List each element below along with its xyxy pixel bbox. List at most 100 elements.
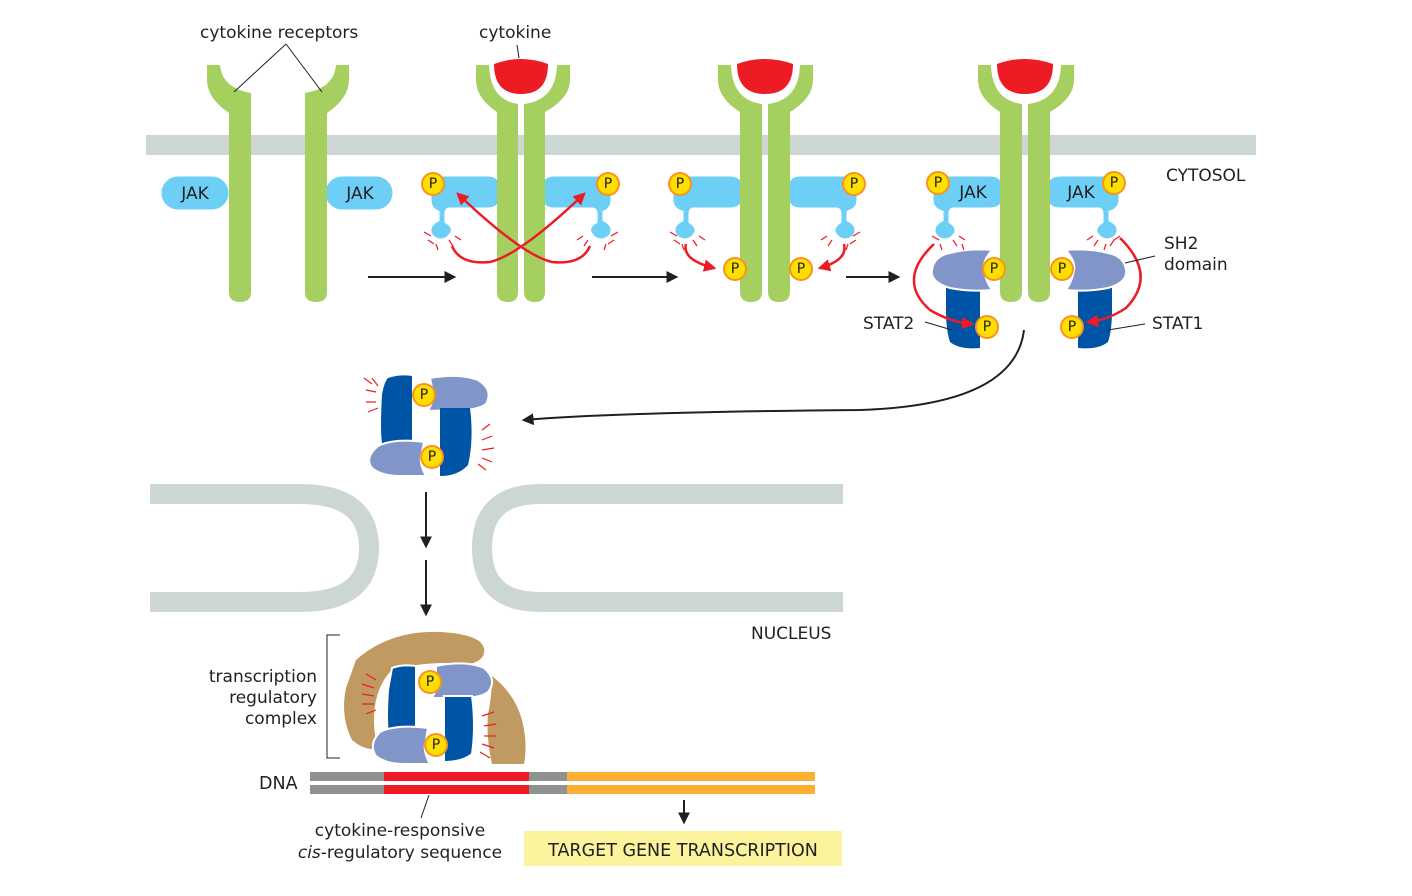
stat-sh2 — [426, 374, 490, 413]
sh2-label: domain — [1164, 255, 1228, 275]
svg-text:P: P — [420, 387, 428, 403]
svg-text:P: P — [604, 176, 612, 192]
trc-label: regulatory — [229, 688, 317, 708]
cytokine-ligand — [737, 59, 793, 94]
svg-text:P: P — [1110, 175, 1118, 191]
coactivator-protein — [487, 676, 526, 764]
target-gene — [567, 772, 815, 781]
trc-label: complex — [245, 709, 317, 729]
step-4-stat-recruitment: JAK JAK P P P P P P — [912, 59, 1156, 349]
svg-text:P: P — [934, 175, 942, 191]
svg-text:P: P — [731, 261, 739, 277]
svg-text:P: P — [429, 176, 437, 192]
target-gene-box — [524, 831, 842, 866]
step-3-receptor-phosphorylation: P P P P — [668, 59, 866, 302]
cytokine-label: cytokine — [479, 23, 551, 43]
cis-label: cytokine-responsive — [315, 821, 485, 841]
cytokine-ligand — [494, 59, 548, 94]
nuclear-envelope-left — [150, 484, 380, 612]
svg-text:P: P — [990, 261, 998, 277]
dna — [310, 772, 815, 794]
jak-label: JAK — [345, 184, 374, 204]
sh2-leader — [1124, 255, 1156, 264]
jak-label: JAK — [1066, 183, 1095, 203]
phosphate-receptor: P — [789, 257, 813, 281]
coactivator-protein — [344, 631, 485, 749]
stat-phosphorylation-arrow — [912, 243, 975, 330]
svg-text:P: P — [428, 449, 436, 465]
target-gene-label: TARGET GENE TRANSCRIPTION — [547, 841, 818, 861]
receptor-leader-left — [233, 43, 287, 93]
stat-dark — [443, 695, 475, 764]
svg-text:P: P — [432, 737, 440, 753]
svg-text:P: P — [1068, 319, 1076, 335]
sh2-label: SH2 — [1164, 234, 1198, 254]
jak-label: JAK — [180, 184, 209, 204]
dna-spacer — [529, 772, 567, 781]
step-2-ligand-binding: P P — [421, 59, 620, 302]
dna-flank — [310, 772, 384, 781]
stat-dark — [386, 664, 417, 735]
stat-dark — [440, 408, 472, 476]
cytokine-receptors-label: cytokine receptors — [200, 23, 358, 43]
phosphate-jak: P — [668, 172, 692, 196]
nuclear-envelope-right — [471, 484, 843, 612]
activation-rays — [669, 231, 861, 251]
phosphate-jak: P — [926, 171, 950, 195]
receptor-leader-right — [285, 43, 323, 93]
cis-regulatory-sequence — [384, 772, 529, 781]
phosphate-stat1: P — [1060, 315, 1084, 339]
stat2-label: STAT2 — [863, 314, 914, 334]
svg-text:P: P — [1058, 261, 1066, 277]
cross-phosphorylation-arrow — [456, 192, 592, 264]
svg-text:P: P — [676, 176, 684, 192]
cis-regulatory-sequence — [384, 785, 529, 794]
phosphate-jak: P — [842, 172, 866, 196]
stat-dimer: P P — [363, 374, 495, 477]
phosphate: P — [420, 445, 444, 469]
phosphate-jak: P — [596, 172, 620, 196]
receptor-right — [1028, 65, 1074, 302]
phosphate-jak: P — [1102, 171, 1126, 195]
phosphate: P — [412, 383, 436, 407]
stat-dark — [381, 375, 412, 443]
stat-sh2 — [371, 725, 432, 765]
phosphorylation-arrow — [817, 243, 846, 272]
nucleus-label: NUCLEUS — [751, 624, 831, 644]
cytokine-leader — [516, 44, 520, 59]
cross-phosphorylation-arrow — [450, 192, 586, 264]
cytokine-ligand — [997, 59, 1053, 94]
stat1-leader — [1107, 323, 1146, 331]
target-gene — [567, 785, 815, 794]
phosphorylation-arrow — [684, 243, 717, 272]
trc-label: transcription — [209, 667, 317, 687]
activation-rays — [363, 377, 495, 471]
stat2-leader — [924, 321, 953, 331]
dna-spacer — [529, 785, 567, 794]
svg-text:P: P — [797, 261, 805, 277]
phosphate: P — [424, 733, 448, 757]
receptor-right — [524, 65, 570, 302]
transcription-regulatory-complex: P P — [344, 631, 526, 765]
stat1-body — [1078, 284, 1112, 349]
phosphate-receptor: P — [723, 257, 747, 281]
stat1-sh2-domain — [1064, 248, 1128, 292]
phosphate-receptor: P — [1050, 257, 1074, 281]
dna-label: DNA — [259, 774, 298, 794]
dna-flank — [310, 785, 384, 794]
stat1-label: STAT1 — [1152, 314, 1203, 334]
jak-label: JAK — [958, 183, 987, 203]
phosphate-stat2: P — [975, 315, 999, 339]
cytosol-label: CYTOSOL — [1166, 166, 1246, 186]
plasma-membrane — [146, 135, 1256, 155]
phosphate-receptor: P — [982, 257, 1006, 281]
complex-bracket — [326, 634, 340, 759]
svg-text:P: P — [983, 319, 991, 335]
svg-text:P: P — [426, 674, 434, 690]
step-1-inactive-receptors: JAK JAK — [158, 43, 396, 302]
cis-leader — [420, 794, 430, 819]
activation-rays — [361, 673, 497, 759]
stat-phosphorylation-arrow — [1085, 237, 1142, 328]
cis-label: cis-regulatory sequence — [298, 843, 502, 863]
